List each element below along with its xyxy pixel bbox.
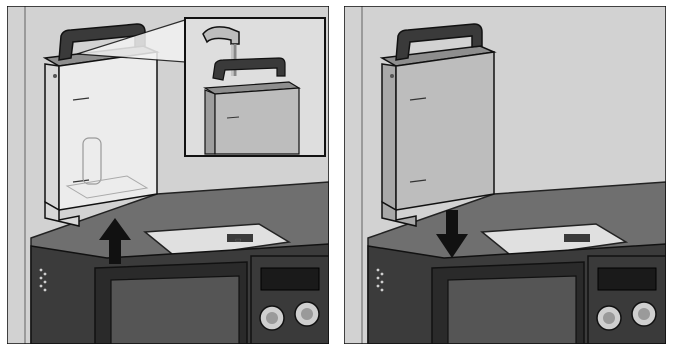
svg-text:▭: ▭: [235, 237, 242, 244]
display-screen: [598, 268, 656, 290]
water-tank-filled: [382, 24, 494, 226]
step-panel-push-tank: [344, 6, 666, 344]
step-panel-insert-tank: ▭: [7, 6, 329, 344]
display-screen: [261, 268, 319, 290]
